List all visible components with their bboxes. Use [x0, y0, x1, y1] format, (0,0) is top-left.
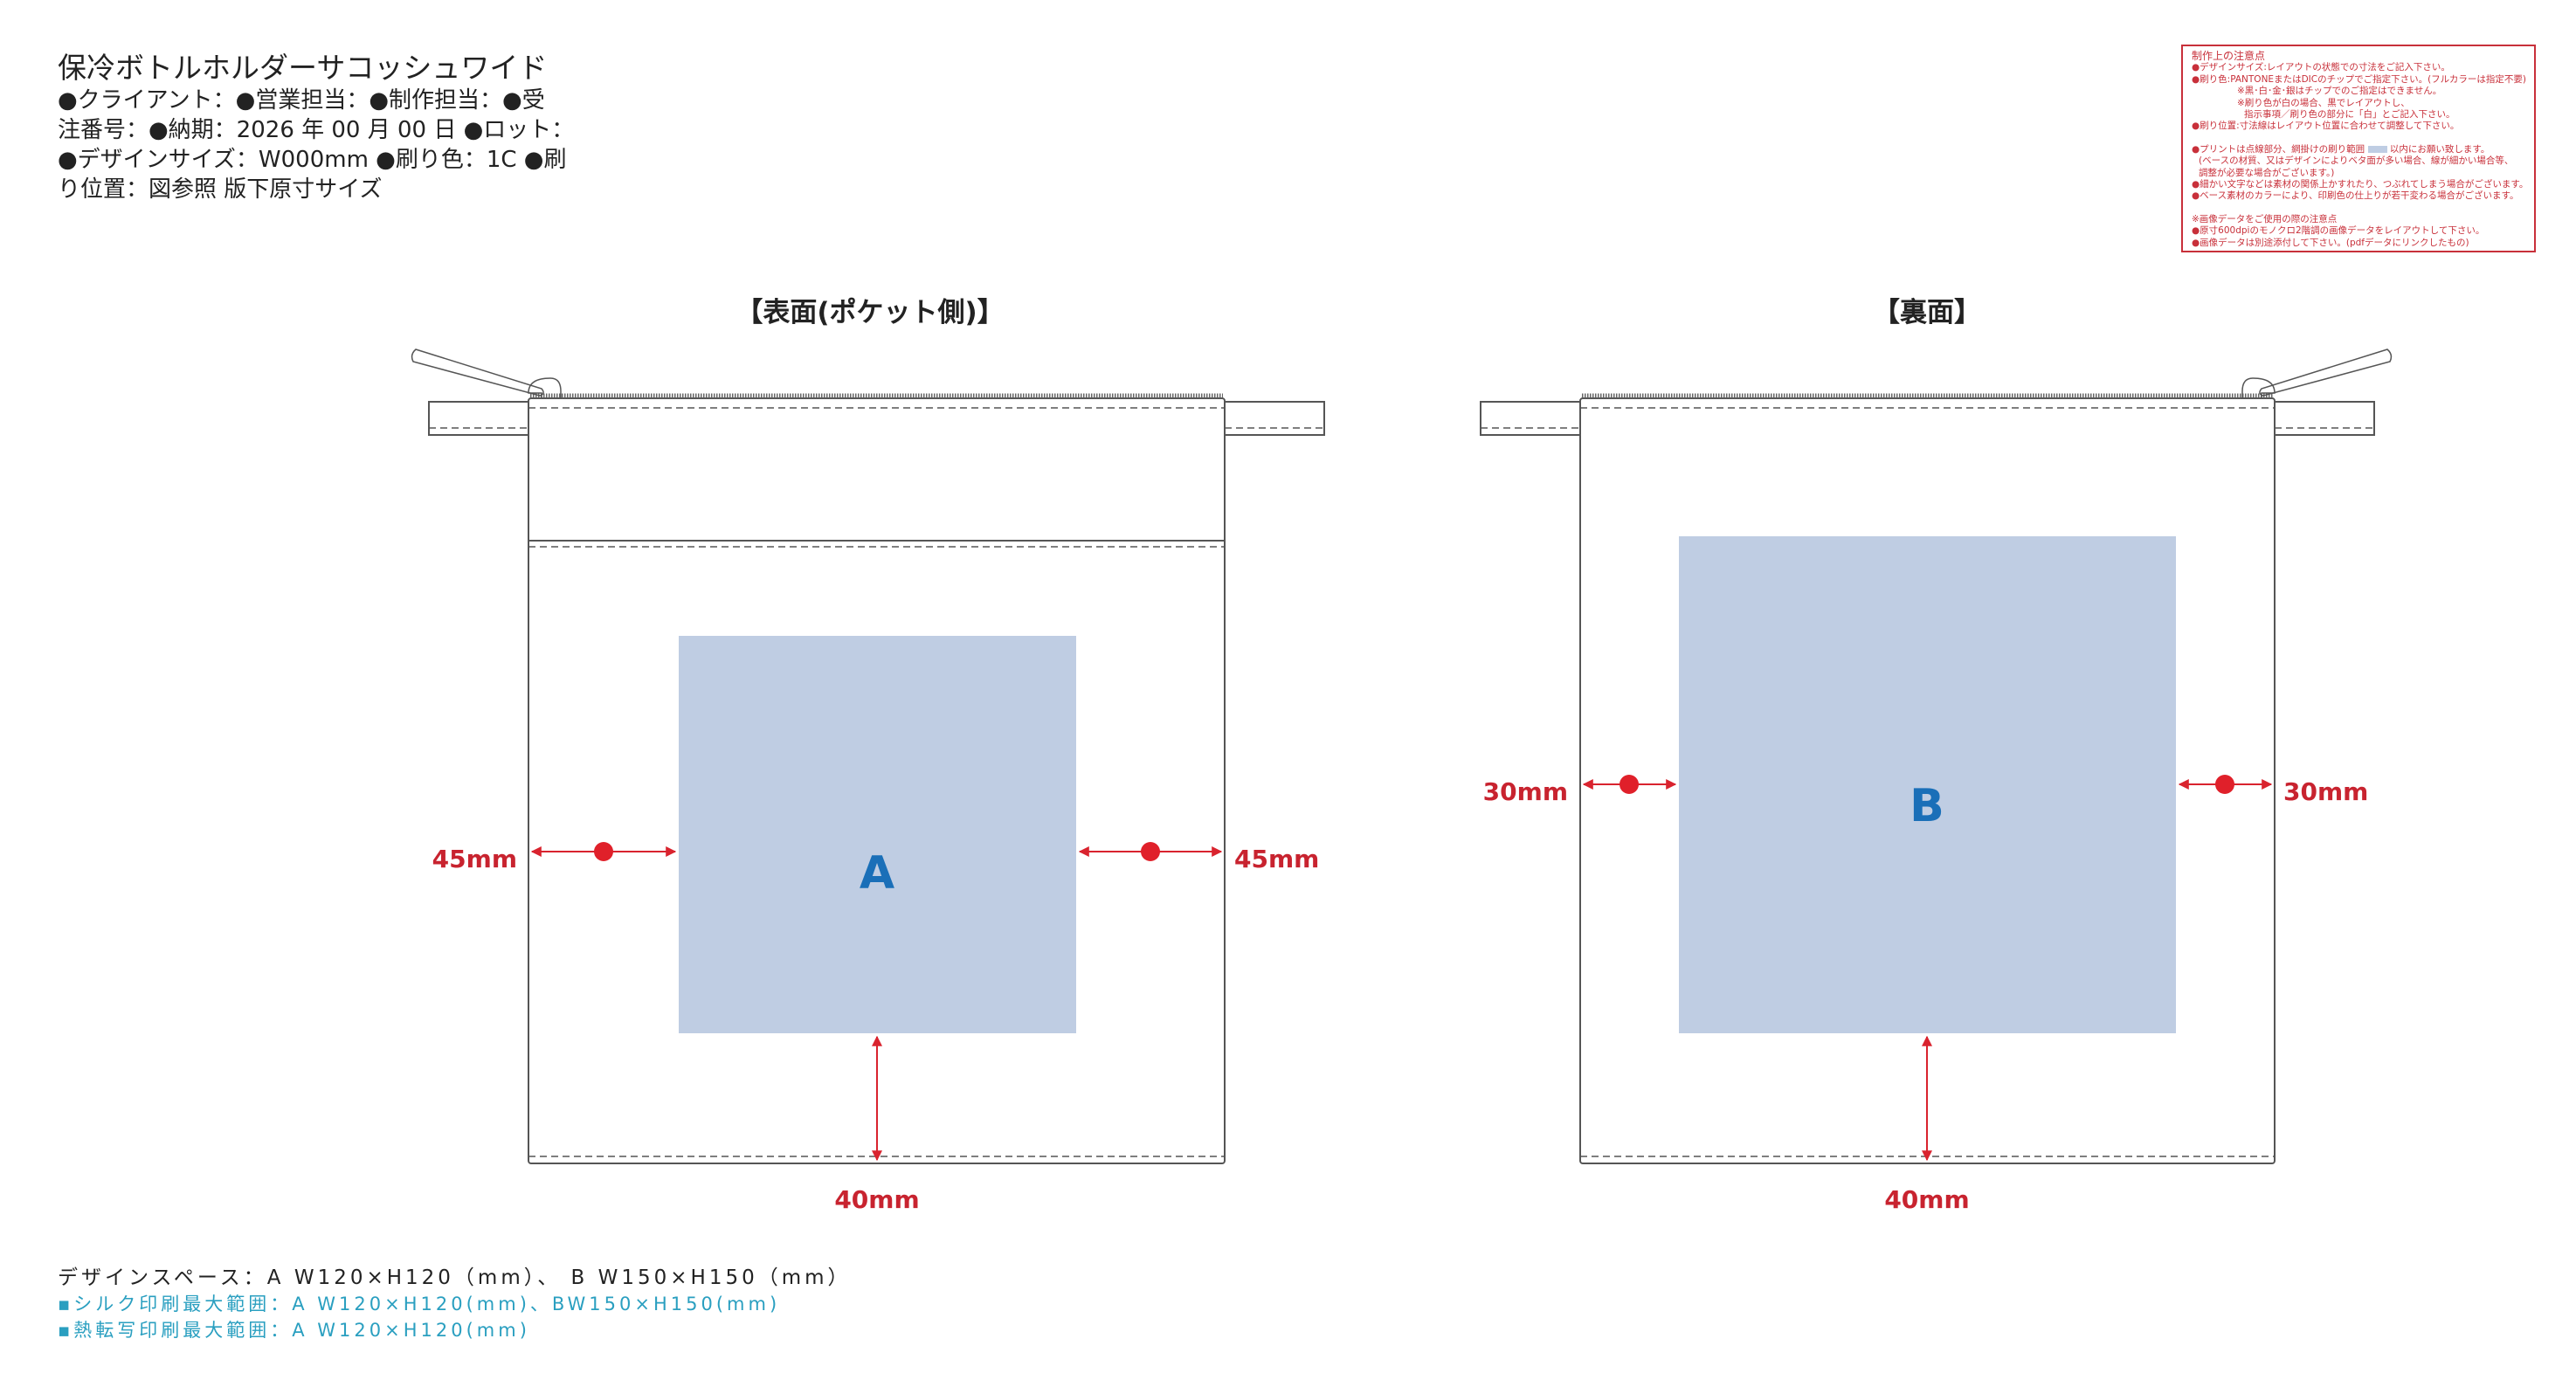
note: ●細かい文字などは素材の関係上かすれたり、つぶれてしまう場合がございます。 [2192, 179, 2529, 190]
product-title: 保冷ボトルホルダーサコッシュワイド [58, 51, 548, 85]
front-bottom-margin: 40mm [834, 1185, 919, 1214]
front-right-margin: 45mm [1234, 845, 1319, 873]
spec-line: ●クライアント：●営業担当：●制作担当：●受 [58, 87, 545, 114]
dimension-dot [1141, 842, 1160, 861]
right-tab [1224, 401, 1325, 436]
note: 指示事項／刷り色の部分に「白」とご記入下さい。 [2244, 109, 2455, 121]
dimension-dot [2215, 775, 2234, 794]
spec-line: ●デザインサイズ：W000mm ●刷り色：1C ●刷 [58, 147, 567, 173]
zipper-pull [2241, 348, 2393, 399]
print-area-swatch [2367, 145, 2387, 153]
note: ●刷り色:PANTONEまたはDICのチップでご指定下さい。(フルカラーは指定不… [2192, 73, 2526, 85]
front-title: 【表面(ポケット側)】 [736, 297, 1004, 328]
note: ●刷り位置:寸法線はレイアウト位置に合わせて調整して下さい。 [2192, 121, 2460, 132]
heat-transfer-range: ▪熱転写印刷最大範囲：A W120×H120(mm) [58, 1320, 530, 1341]
note: (ベースの材質、又はデザインによりベタ面が多い場合、線が細かい場合等、 [2199, 155, 2514, 167]
note-text: ●プリントは点線部分、網掛けの刷り範囲 [2192, 143, 2365, 155]
dimension-dot [1619, 775, 1639, 794]
zipper-pull [411, 348, 562, 399]
front-dimensions [530, 842, 1223, 1162]
note: ●プリントは点線部分、網掛けの刷り範囲 以内にお願い致します。 [2192, 144, 2525, 155]
spec-line: り位置：図参照 版下原寸サイズ [58, 176, 383, 203]
note: 調整が必要な場合がございます。) [2199, 167, 2335, 178]
right-tab [2274, 401, 2375, 436]
front-left-margin: 45mm [432, 845, 517, 873]
note: ※刷り色が白の場合、黒でレイアウトし、 [2237, 97, 2410, 108]
area-label-a: A [860, 847, 894, 900]
note: ●原寸600dpiのモノクロ2階調の画像データをレイアウトして下さい。 [2192, 225, 2485, 237]
area-label-b: B [1910, 780, 1944, 832]
spec-line: 注番号：●納期：2026 年 00 月 00 日 ●ロット： [58, 117, 575, 143]
design-space-text: デザインスペース：A W120×H120（mm）、 B W150×H150（mm… [58, 1266, 852, 1289]
print-area-b [1679, 536, 2176, 1033]
left-tab [428, 401, 529, 436]
footer-specs: デザインスペース：A W120×H120（mm）、 B W150×H150（mm… [58, 1265, 852, 1343]
back-left-margin: 30mm [1483, 777, 1568, 806]
note: ※画像データをご使用の際の注意点 [2192, 213, 2338, 224]
silk-print-range: ▪シルク印刷最大範囲：A W120×H120(mm)、BW150×H150(mm… [58, 1294, 781, 1315]
back-dimensions [1582, 775, 2273, 1162]
back-bottom-margin: 40mm [1884, 1185, 1969, 1214]
note: ●ベース素材のカラーにより、印刷色の仕上りが若干変わる場合がございます。 [2192, 190, 2519, 202]
dimension-dot [594, 842, 613, 861]
production-notes-box: 制作上の注意点 ●デザインサイズ:レイアウトの状態での寸法をご記入下さい。 ●刷… [2181, 45, 2536, 252]
print-area-a [679, 636, 1076, 1033]
note: ●デザインサイズ:レイアウトの状態での寸法をご記入下さい。 [2192, 62, 2450, 73]
bag-body [528, 397, 1226, 1164]
back-title: 【裏面】 [1873, 297, 1981, 328]
left-tab [1480, 401, 1581, 436]
bag-body [1579, 397, 2276, 1164]
note: ●画像データは別途添付して下さい。(pdfデータにリンクしたもの) [2192, 237, 2469, 248]
back-right-margin: 30mm [2283, 777, 2368, 806]
notes-heading: 制作上の注意点 [2192, 50, 2266, 62]
front-bag [411, 348, 1325, 1164]
note: ※黒･白･金･銀はチップでのご指定はできません。 [2237, 86, 2442, 97]
note-text: 以内にお願い致します。 [2389, 143, 2490, 155]
spec-header: 保冷ボトルホルダーサコッシュワイド ●クライアント：●営業担当：●制作担当：●受… [58, 51, 652, 204]
